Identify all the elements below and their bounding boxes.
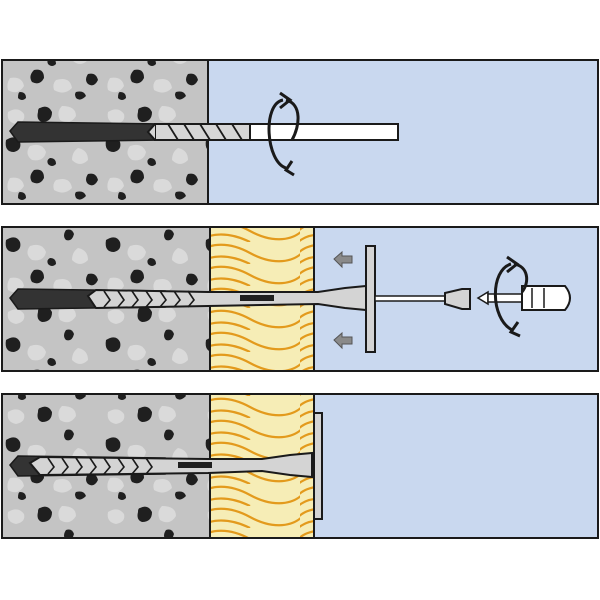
drill-hole [9, 121, 166, 143]
air-space [314, 394, 598, 538]
anchor-icon [28, 412, 323, 520]
step-fixed-panel [1, 393, 599, 539]
push-arrow-icon [333, 250, 353, 269]
rotation-arrow-icon [267, 91, 300, 177]
screwdriver-bit-icon [476, 285, 571, 311]
rotation-arrow-icon [493, 255, 529, 338]
anchor-plate [313, 412, 323, 520]
anchor-icon [86, 245, 471, 353]
step-drilling-panel [1, 59, 599, 205]
push-arrow-icon [333, 331, 353, 350]
step-inserting-panel [1, 226, 599, 372]
anchor-plate [365, 245, 376, 353]
drill-bit-shank [249, 123, 399, 141]
drill-bit-icon [146, 123, 251, 141]
